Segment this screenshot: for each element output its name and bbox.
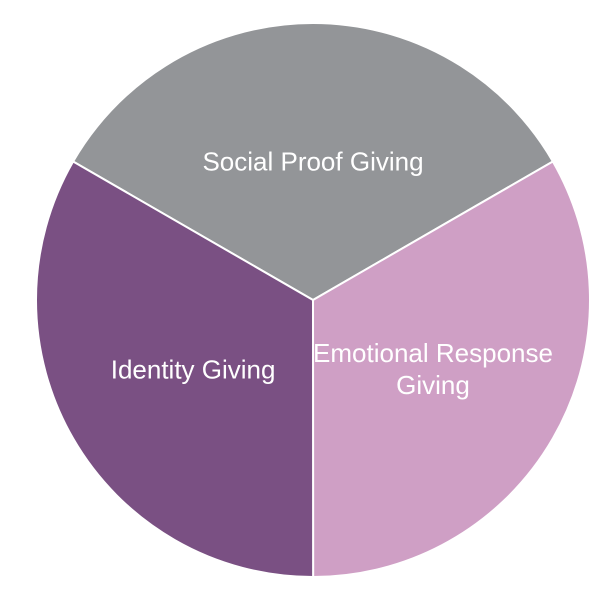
pie-slice-label-0: Social Proof Giving <box>202 147 423 177</box>
pie-slice-label-0-line-0: Social Proof Giving <box>202 147 423 177</box>
pie-slice-0 <box>71 21 555 302</box>
pie-slice-1 <box>311 160 591 579</box>
pie-slice-2 <box>35 160 315 579</box>
pie-slices <box>35 21 591 579</box>
pie-slice-label-2-line-0: Identity Giving <box>111 354 276 384</box>
pie-slice-label-2: Identity Giving <box>111 354 276 384</box>
pie-slice-label-1-line-1: Giving <box>396 370 470 400</box>
pie-slice-label-1-line-0: Emotional Response <box>313 338 553 368</box>
